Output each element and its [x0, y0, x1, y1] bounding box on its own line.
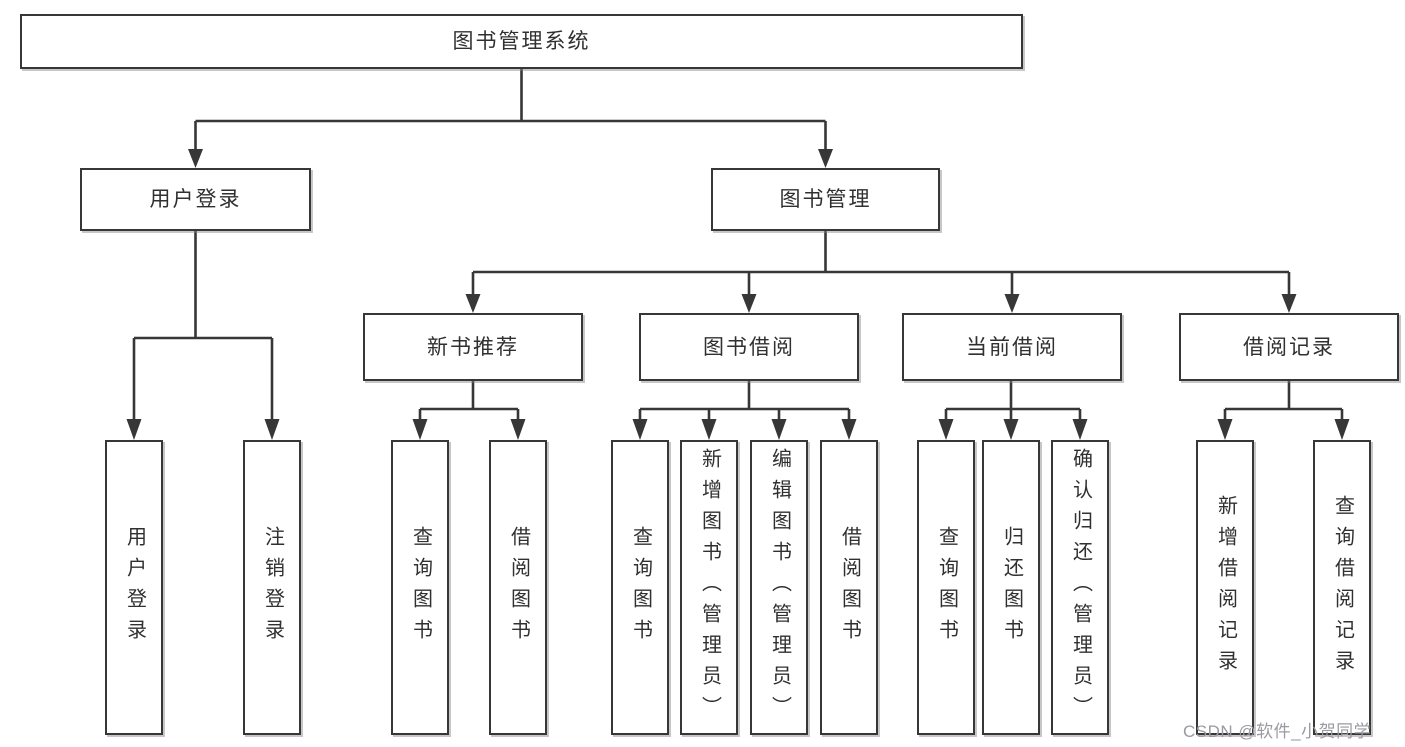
node-new-book-recommend: 新书推荐 [363, 313, 583, 381]
leaf-query-books-recommend: 查询图书 [391, 440, 449, 735]
leaf-query-borrow-record: 查询借阅记录 [1313, 440, 1371, 735]
leaf-confirm-return-admin: 确认归还（管理员） [1051, 440, 1109, 735]
csdn-watermark: CSDN @软件_小贺同学 [1183, 722, 1372, 741]
node-user-login: 用户登录 [80, 168, 311, 231]
node-current-borrowing: 当前借阅 [902, 313, 1122, 381]
node-book-borrowing: 图书借阅 [639, 313, 859, 381]
leaf-return-book: 归还图书 [982, 440, 1040, 735]
leaf-borrow-books-recommend: 借阅图书 [489, 440, 547, 735]
leaf-add-borrow-record: 新增借阅记录 [1196, 440, 1254, 735]
leaf-query-books-current: 查询图书 [917, 440, 975, 735]
leaf-query-books-borrow: 查询图书 [611, 440, 669, 735]
node-book-management: 图书管理 [711, 168, 940, 231]
node-library-system: 图书管理系统 [20, 14, 1023, 69]
node-borrow-records: 借阅记录 [1179, 313, 1399, 381]
leaf-edit-book-admin: 编辑图书（管理员） [750, 440, 808, 735]
leaf-user-login: 用户登录 [105, 440, 163, 735]
leaf-logout: 注销登录 [243, 440, 301, 735]
leaf-borrow-books: 借阅图书 [820, 440, 878, 735]
leaf-add-book-admin: 新增图书（管理员） [680, 440, 738, 735]
